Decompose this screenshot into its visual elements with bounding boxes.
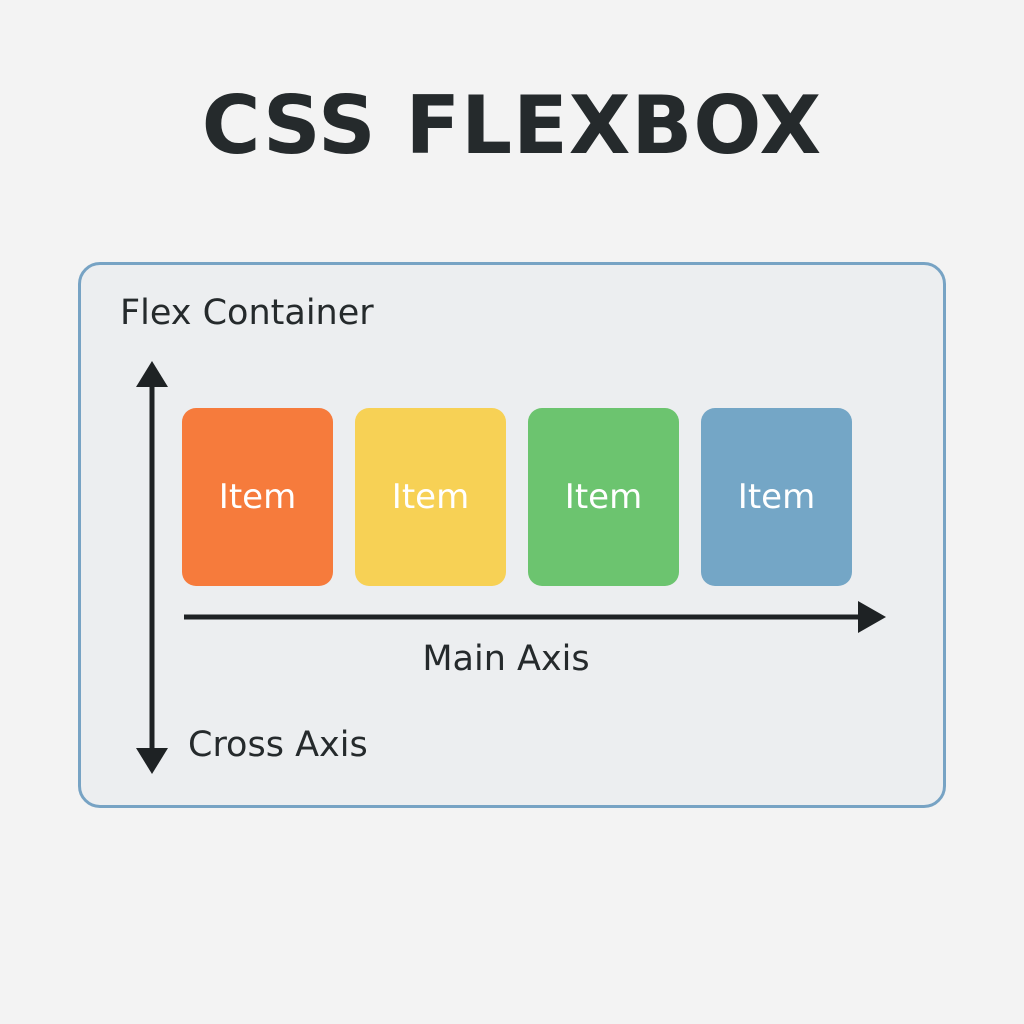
- flex-item-1: Item: [182, 408, 333, 586]
- flex-item-4-label: Item: [737, 477, 816, 517]
- flex-container-label: Flex Container: [120, 293, 374, 333]
- flex-item-1-label: Item: [218, 477, 297, 517]
- flex-item-2-label: Item: [391, 477, 470, 517]
- flex-item-3: Item: [528, 408, 679, 586]
- page-title: CSS FLEXBOX: [201, 79, 823, 172]
- main-axis-label: Main Axis: [422, 639, 590, 679]
- flex-item-3-label: Item: [564, 477, 643, 517]
- flex-item-2: Item: [355, 408, 506, 586]
- flex-item-4: Item: [701, 408, 852, 586]
- cross-axis-label: Cross Axis: [188, 725, 368, 765]
